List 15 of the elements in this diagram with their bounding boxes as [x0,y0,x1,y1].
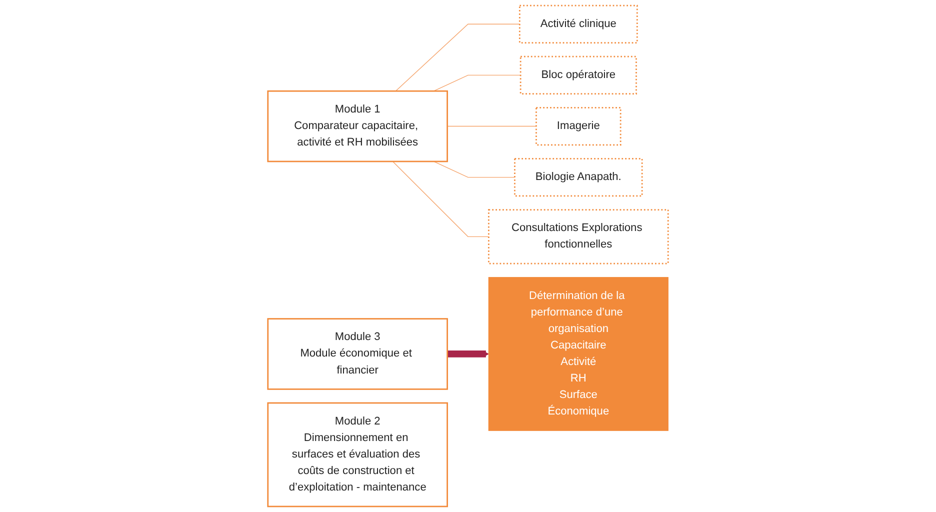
node-box: Consultations Explorations fonctionnelles [488,209,669,264]
node-box: Module 1 Comparateur capacitaire, activité et RH mobilisées [267,90,448,162]
connector [433,74,521,92]
node-box: Activité clinique [518,4,638,44]
arrow [447,350,489,358]
node-box: Détermination de la performance d’une organisation Capacitaire Activité RH Surface Économique [488,277,668,431]
connector [446,126,537,127]
connector [395,24,520,92]
connector [392,161,490,238]
node-box: Module 3 Module économique et financier [267,318,448,390]
node-box: Module 2 Dimensionnement en surfaces et évaluation des coûts de construction et d’exploitation - maintenance [267,402,448,508]
node-box: Biologie Anapath. [514,158,643,197]
node-box: Bloc opératoire [520,56,637,95]
connector [433,161,516,178]
node-box: Imagerie [536,106,622,146]
